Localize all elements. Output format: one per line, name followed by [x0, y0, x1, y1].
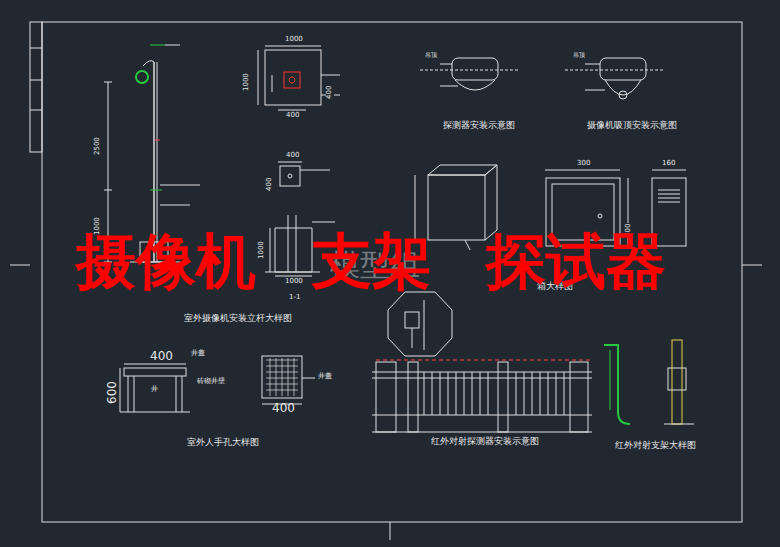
tick — [742, 265, 762, 266]
detector-mount — [420, 58, 665, 99]
dimension: 1000 — [258, 240, 266, 260]
part-name: 井 — [150, 386, 159, 394]
figure-title: 红外对射支架大样图 — [614, 441, 697, 451]
section-mark: 1-1 — [288, 294, 301, 302]
tick — [10, 265, 30, 266]
dimension: 400 — [266, 177, 274, 192]
part-name: 砖砌井壁 — [196, 378, 226, 386]
drawing-frame — [42, 22, 742, 522]
ir-bracket — [604, 340, 694, 424]
dimension: 400 — [150, 350, 173, 363]
dimension: 1000 — [284, 278, 304, 286]
dimension: 300 — [576, 160, 591, 168]
figure-title: 探测器安装示意图 — [442, 121, 516, 131]
figure-title: 室外人手孔大样图 — [186, 438, 260, 448]
strip-line — [30, 80, 42, 81]
fence — [372, 360, 592, 432]
dimension: 600 — [106, 381, 119, 404]
dimension: 160 — [661, 160, 676, 168]
detail-circle — [388, 292, 452, 356]
part-name: 井盖 — [190, 350, 206, 358]
part-name: 吊顶 — [572, 52, 586, 59]
title-strip — [30, 22, 42, 152]
dimension: 400 — [285, 112, 300, 120]
figure-title: 室外摄像机安装立杆大样图 — [183, 314, 293, 324]
dimension: 1000 — [243, 72, 251, 92]
overlay-text: 探试器 — [486, 228, 666, 294]
dimension: 1000 — [284, 36, 304, 44]
dimension: 2500 — [94, 136, 102, 156]
overlay-text: 支架 — [312, 228, 432, 294]
overlay-text: 摄像机 — [76, 228, 256, 294]
part-name: 吊顶 — [424, 52, 438, 59]
dimension: 400 — [285, 152, 300, 160]
strip-line — [30, 48, 42, 49]
dimension: 400 — [272, 402, 295, 415]
figure-title: 摄像机吸顶安装示意图 — [586, 121, 678, 131]
tick — [390, 522, 391, 540]
part-name: 井盖 — [317, 373, 333, 381]
figure-title: 红外对射探测器安装示意图 — [430, 437, 540, 447]
dimension: 400 — [326, 85, 334, 100]
strip-line — [30, 110, 42, 111]
